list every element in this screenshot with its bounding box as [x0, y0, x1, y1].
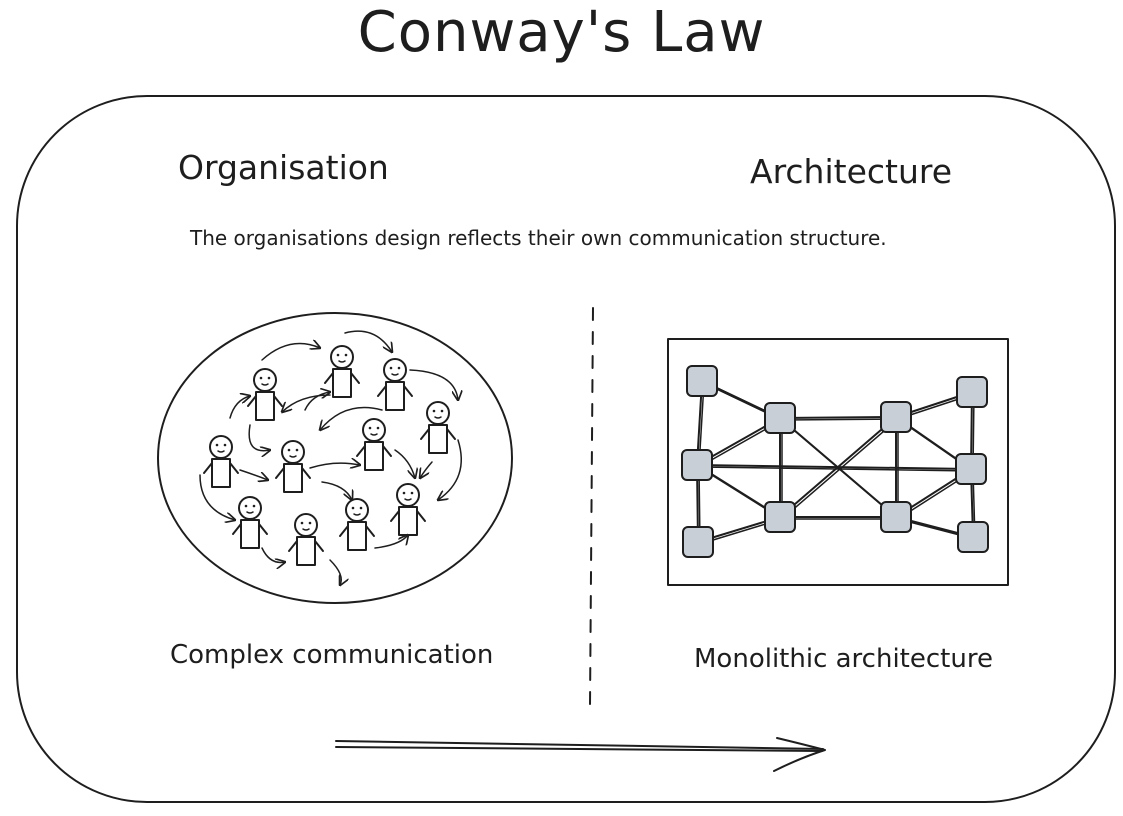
person-icon — [324, 345, 360, 398]
monolith-connections — [696, 380, 976, 545]
people-group — [203, 345, 456, 566]
network-node-icon — [682, 526, 714, 558]
person-icon — [247, 368, 283, 421]
person-icon — [232, 496, 268, 549]
monolithic-architecture-caption: Monolithic architecture — [694, 644, 993, 674]
network-node-icon — [764, 402, 796, 434]
person-icon — [275, 440, 311, 493]
network-node-icon — [686, 365, 718, 397]
law-statement: The organisations design reflects their … — [190, 226, 887, 250]
person-icon — [420, 401, 456, 454]
person-icon — [356, 418, 392, 471]
divider-dashed-line — [589, 307, 594, 706]
architecture-heading: Architecture — [750, 152, 953, 191]
network-node-icon — [880, 401, 912, 433]
arrow-right-icon — [335, 737, 826, 772]
monolith-nodes — [681, 365, 989, 558]
network-node-icon — [955, 453, 987, 485]
organisation-ellipse — [157, 312, 513, 604]
network-node-icon — [956, 376, 988, 408]
communication-arrows — [199, 330, 461, 585]
person-icon — [288, 513, 324, 566]
page-title: Conway's Law — [357, 0, 766, 65]
organisation-heading: Organisation — [178, 148, 389, 187]
network-node-icon — [880, 501, 912, 533]
person-icon — [377, 358, 413, 411]
outer-frame — [16, 95, 1116, 803]
monolith-box — [667, 338, 1009, 586]
person-icon — [390, 483, 426, 536]
network-node-icon — [764, 501, 796, 533]
network-node-icon — [681, 449, 713, 481]
person-icon — [339, 498, 375, 551]
person-icon — [203, 435, 239, 488]
network-node-icon — [957, 521, 989, 553]
complex-communication-caption: Complex communication — [170, 640, 494, 670]
